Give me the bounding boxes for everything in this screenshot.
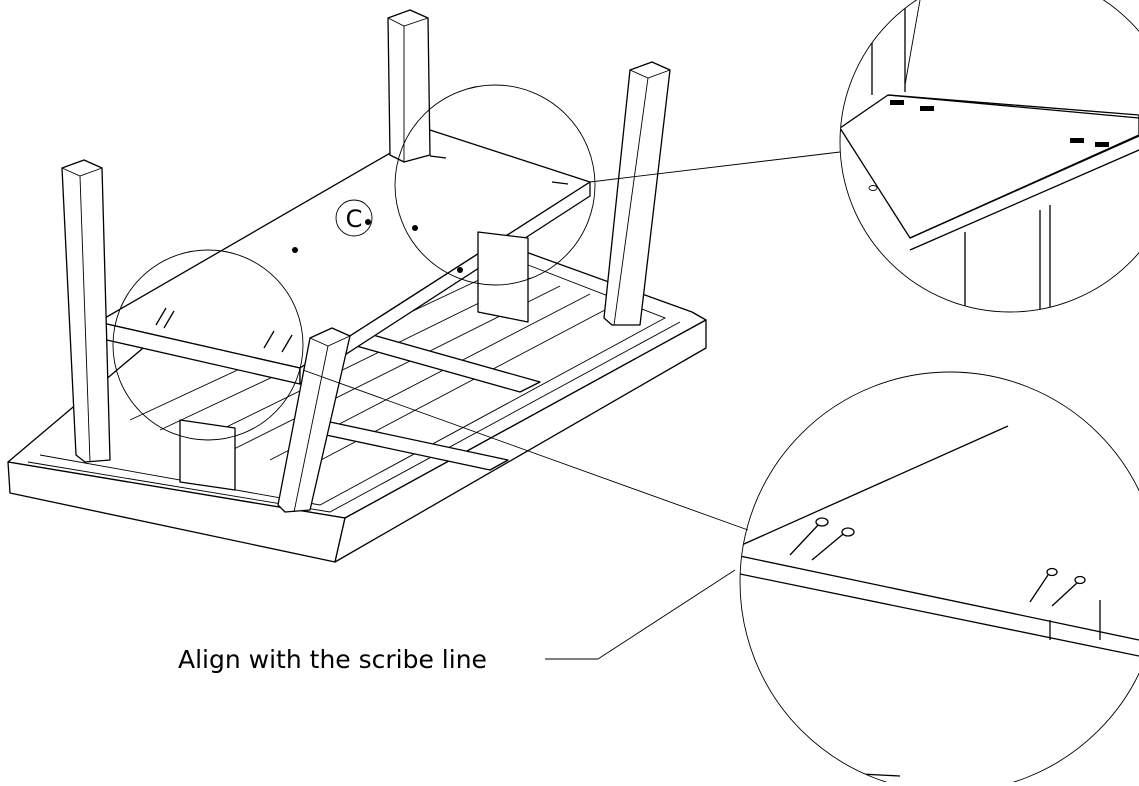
detail-circle-lower xyxy=(112,249,304,441)
leader-lines xyxy=(302,151,841,531)
scribe-line-callout: Align with the scribe line xyxy=(178,569,736,674)
detail-top-right xyxy=(839,0,1139,313)
detail-bottom-right xyxy=(739,371,1139,786)
part-label-c: C xyxy=(335,199,373,237)
scribe-line-note: Align with the scribe line xyxy=(178,645,487,674)
detail-circle-upper xyxy=(394,84,596,286)
part-label-c-text: C xyxy=(346,205,363,233)
screw-pins xyxy=(155,155,569,353)
table-legs xyxy=(61,9,671,513)
